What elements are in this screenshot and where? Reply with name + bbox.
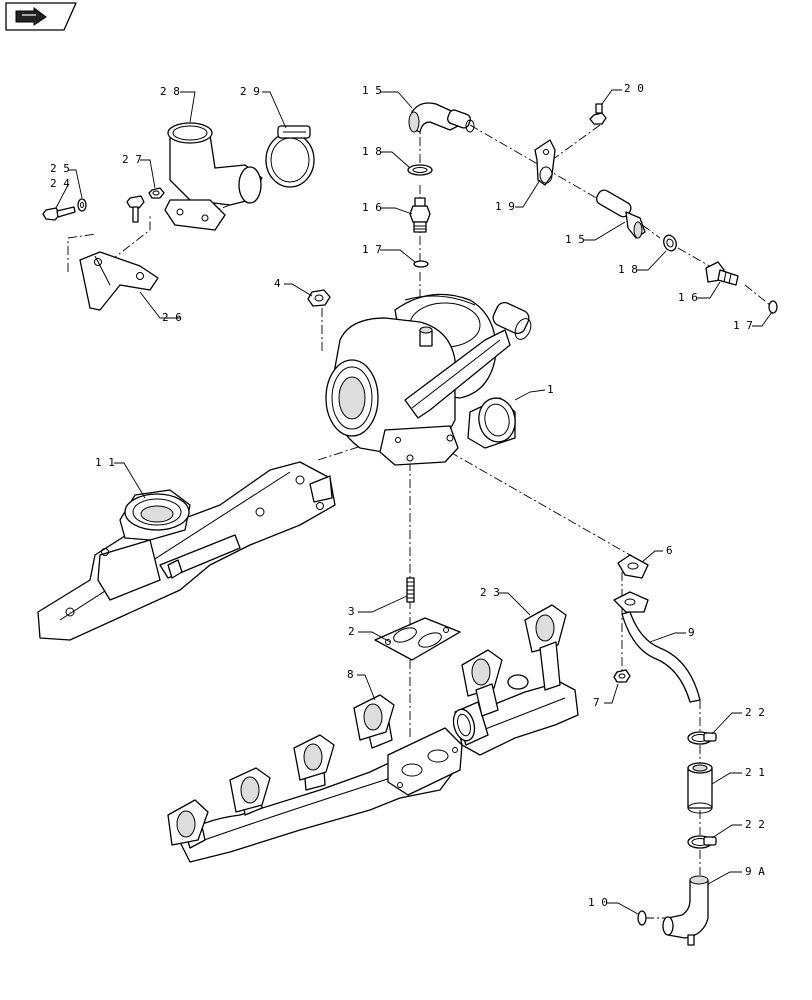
o-ring-part-17-lower (768, 300, 778, 314)
callout-15-upper: 1 5 (362, 84, 382, 97)
oil-tube-part-15-lower (595, 189, 646, 239)
hose-clamp-part-22-lower (687, 835, 717, 849)
o-ring-part-17-upper (413, 260, 429, 268)
bolt-part-20 (589, 103, 607, 125)
callout-27: 2 7 (122, 153, 142, 166)
sealing-washer-part-18-upper (407, 164, 433, 176)
callout-16-lower: 1 6 (678, 291, 698, 304)
callout-25: 2 5 (50, 162, 70, 175)
adapter-fitting-part-16-lower (705, 261, 739, 286)
elbow-adapter-part-28 (164, 122, 263, 231)
callout-9: 9 (688, 626, 695, 639)
callout-22-lower: 2 2 (745, 818, 765, 831)
o-ring-part-10 (637, 910, 647, 926)
callout-11: 1 1 (95, 456, 115, 469)
turbocharger-part-1 (325, 293, 532, 466)
bolt-near-part-27 (126, 195, 145, 223)
callout-3: 3 (348, 605, 355, 618)
callout-21: 2 1 (745, 766, 765, 779)
clip-part-19 (534, 139, 556, 186)
callout-1: 1 (547, 383, 554, 396)
callout-26: 2 6 (162, 311, 182, 324)
stud-part-3 (406, 577, 415, 603)
leader-lines (55, 89, 773, 915)
sealing-washer-part-18-lower (663, 234, 677, 252)
washer-part-25 (77, 198, 87, 212)
oil-tube-part-15-upper (408, 102, 475, 133)
adapter-fitting-part-16-upper (409, 197, 431, 233)
exhaust-manifold-part-8 (167, 694, 463, 863)
callout-15-lower: 1 5 (565, 233, 585, 246)
nav-box[interactable] (5, 2, 77, 31)
callout-16-upper: 1 6 (362, 201, 382, 214)
callout-18-upper: 1 8 (362, 145, 382, 158)
callout-18-lower: 1 8 (618, 263, 638, 276)
callout-2: 2 (348, 625, 355, 638)
callout-9a: 9 A (745, 865, 765, 878)
callout-17-upper: 1 7 (362, 243, 382, 256)
callout-17-lower: 1 7 (733, 319, 753, 332)
callout-20: 2 0 (624, 82, 644, 95)
callout-22-upper: 2 2 (745, 706, 765, 719)
callout-labels: 2 8 2 9 2 7 2 5 2 4 2 6 1 5 1 8 1 6 1 7 … (50, 82, 765, 909)
callout-23: 2 3 (480, 586, 500, 599)
callout-4: 4 (274, 277, 281, 290)
rubber-hose-part-21 (687, 762, 713, 814)
bolt-part-24 (42, 206, 76, 221)
bolt-part-7 (613, 669, 631, 683)
callout-29: 2 9 (240, 85, 260, 98)
exhaust-manifold-part-23 (452, 604, 579, 756)
intake-manifold-part-11 (37, 461, 336, 641)
gasket-part-6 (617, 554, 649, 579)
nut-part-4 (307, 289, 331, 307)
support-bracket-part-26 (79, 251, 159, 311)
callout-8: 8 (347, 668, 354, 681)
callout-19: 1 9 (495, 200, 515, 213)
elbow-tube-part-9a (662, 875, 709, 946)
hose-clamp-part-22-upper (687, 731, 717, 745)
callout-28: 2 8 (160, 85, 180, 98)
callout-10: 1 0 (588, 896, 608, 909)
callout-24: 2 4 (50, 177, 70, 190)
arrow-right-icon (15, 7, 47, 26)
callout-7: 7 (593, 696, 600, 709)
hose-clamp-part-29 (265, 125, 315, 188)
nut-part-27 (148, 187, 165, 199)
gasket-part-2 (374, 617, 461, 661)
oil-drain-tube-part-9 (613, 591, 701, 703)
callout-6: 6 (666, 544, 673, 557)
